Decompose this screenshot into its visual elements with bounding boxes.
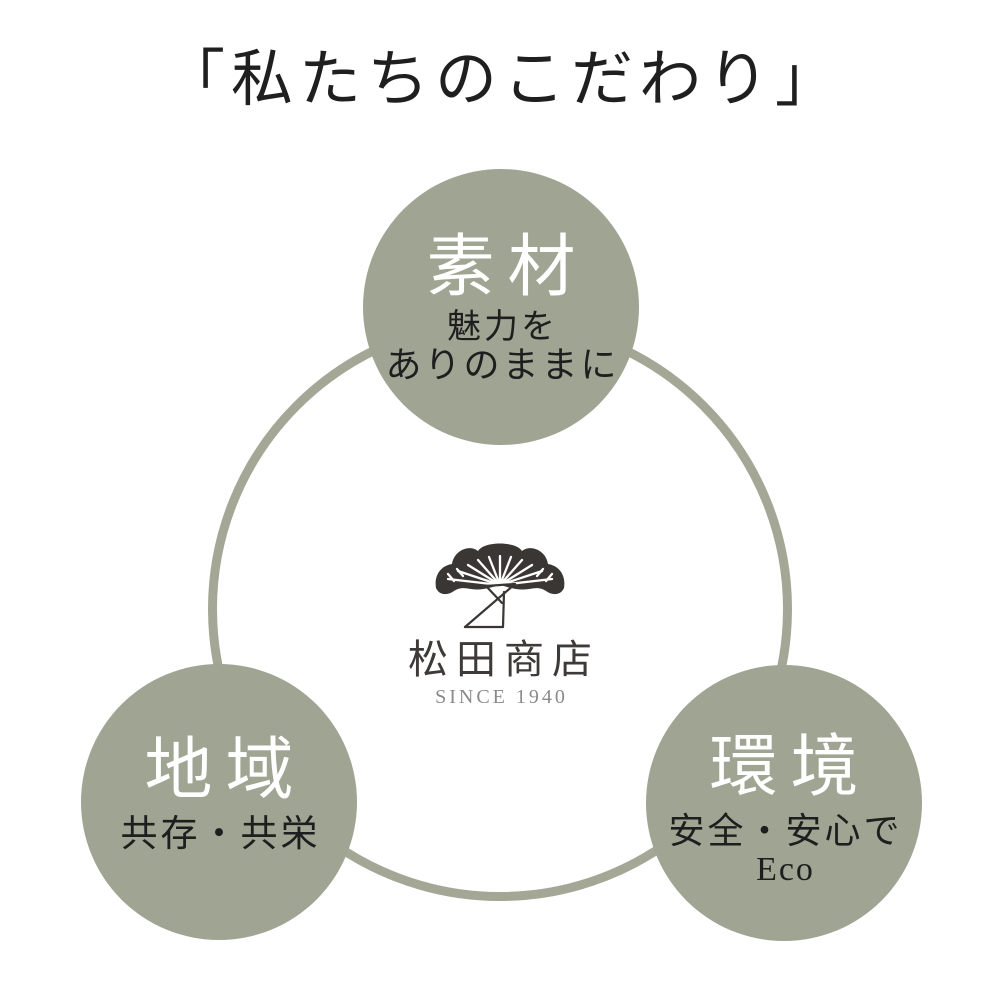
circle-material-subtitle-line: ありのままに	[385, 345, 620, 385]
circle-environment-subtitle-line: 安全・安心で	[668, 811, 903, 851]
brand-logo: 松田商店 SINCE 1940	[0, 538, 1000, 707]
circle-material: 素材 魅力を ありのままに	[363, 169, 639, 445]
brand-name: 松田商店	[408, 637, 600, 682]
page-title: 「私たちのこだわり」	[162, 46, 843, 114]
circle-environment-subtitle-line: Eco	[756, 851, 815, 888]
circle-environment: 環境 安全・安心で Eco	[646, 665, 922, 941]
circle-region-title: 地域	[144, 732, 307, 808]
brand-since-label: SINCE 1940	[435, 686, 568, 708]
pine-tree-icon	[435, 543, 565, 629]
circle-material-title: 素材	[426, 229, 589, 305]
circle-region-subtitle-line: 共存・共栄	[120, 814, 321, 855]
circle-region: 地域 共存・共栄	[81, 664, 357, 940]
circle-material-subtitle-line: 魅力を	[447, 309, 558, 346]
circle-environment-title: 環境	[709, 729, 872, 805]
